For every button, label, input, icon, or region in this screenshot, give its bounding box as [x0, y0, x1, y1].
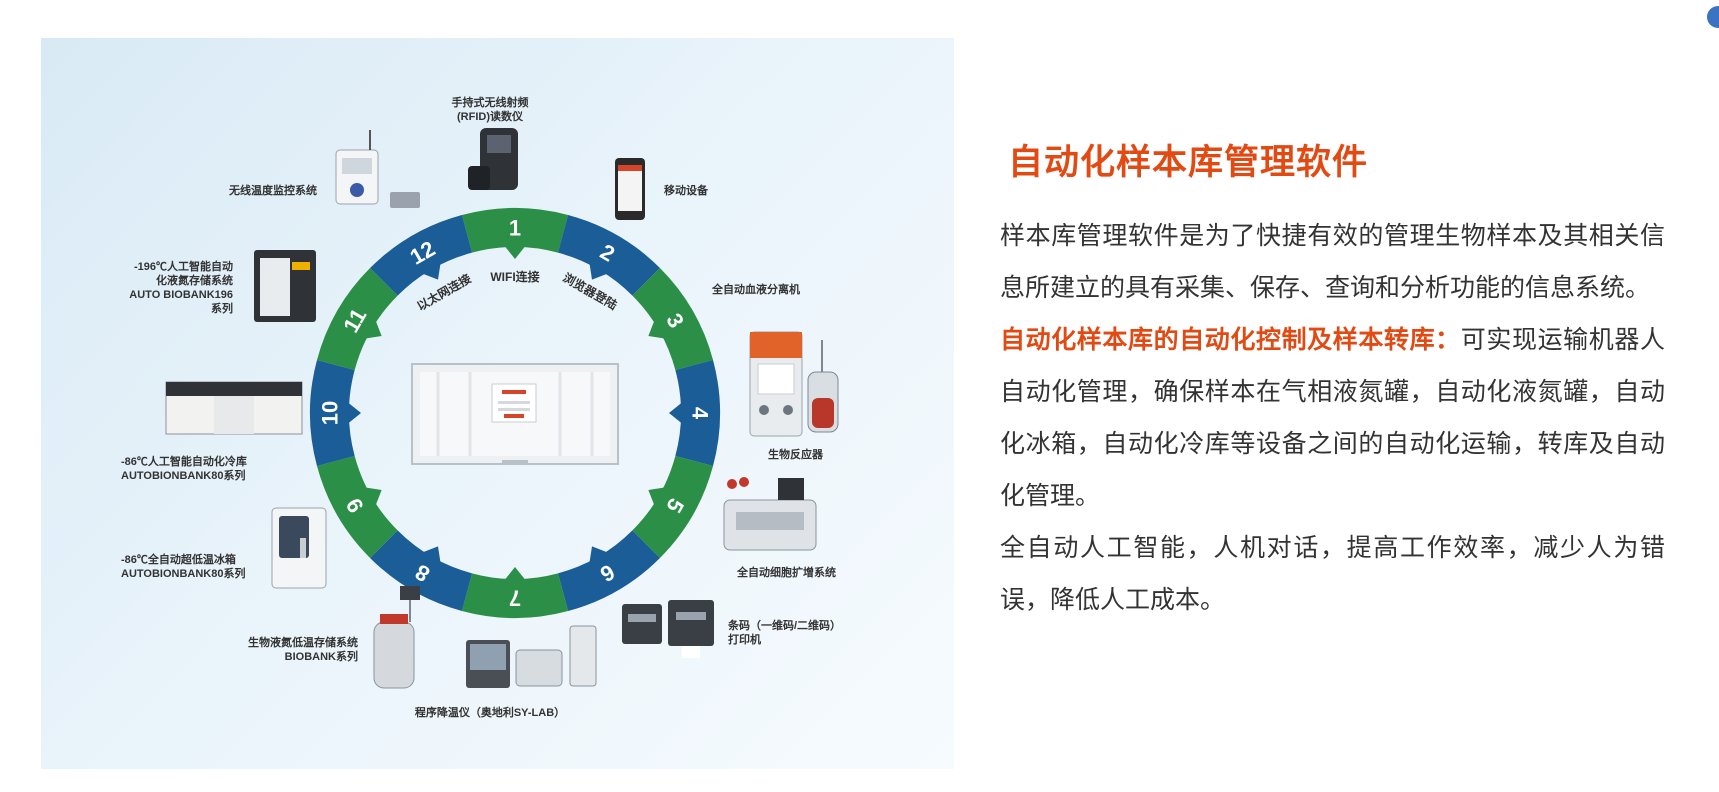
- device-label-12: 无线温度监控系统: [228, 183, 317, 197]
- segment-number-7: 7: [509, 586, 521, 611]
- ring-pointer-12: [422, 263, 441, 280]
- rfid-reader-image: [468, 128, 518, 190]
- ethernet-connection-label: 以太网连接: [414, 271, 473, 314]
- devices-layer: 手持式无线射频(RFID)读数仪移动设备全自动血液分离机生物反应器全自动细胞扩增…: [121, 95, 841, 719]
- cold-storage-image: [165, 381, 303, 435]
- ring-pointer-3: [648, 320, 665, 339]
- segment-number-1: 1: [509, 216, 521, 241]
- ring-segment-5: [632, 455, 714, 558]
- ring-segment-10: [310, 359, 355, 467]
- article-body: 样本库管理软件是为了快捷有效的管理生物样本及其相关信息所建立的具有采集、保存、查…: [1000, 210, 1665, 626]
- article: 自动化样本库管理软件 样本库管理软件是为了快捷有效的管理生物样本及其相关信息所建…: [1000, 138, 1665, 626]
- ring-segment-7: [461, 573, 569, 618]
- ring-pointer-4: [669, 402, 682, 424]
- bioreactor-image: [807, 340, 839, 433]
- article-title: 自动化样本库管理软件: [1008, 143, 1369, 183]
- paragraph-automation-text: 可实现运输机器人自动化管理，确保样本在气相液氮罐，自动化液氮罐，自动化冰箱，自动…: [1000, 325, 1665, 510]
- center-screen: [411, 363, 619, 465]
- cell-expansion-image: [723, 477, 817, 551]
- ring-pointer-8: [422, 546, 441, 563]
- ring-segment-2: [557, 214, 660, 296]
- device-label-5: 全自动细胞扩增系统: [736, 565, 836, 579]
- ring-segment-3: [632, 268, 714, 371]
- ring-segment-6: [557, 530, 660, 612]
- ring-pointer-7: [504, 567, 526, 580]
- segment-number-10: 10: [318, 401, 343, 425]
- ultra-low-freezer-image: [271, 507, 327, 589]
- ring-segment-11: [316, 268, 398, 371]
- paragraph-automation: 自动化样本库的自动化控制及样本转库：可实现运输机器人自动化管理，确保样本在气相液…: [1000, 314, 1665, 522]
- ring-pointer-9: [365, 487, 382, 506]
- device-label-7: 程序降温仪（奥地利SY-LAB）: [415, 705, 565, 719]
- ln2-auto-storage-image: [254, 250, 316, 322]
- segment-number-4: 4: [688, 407, 713, 420]
- device-label-4: 生物反应器: [768, 447, 824, 461]
- wireless-monitor-image: [335, 130, 420, 208]
- ring-segment-9: [316, 455, 398, 558]
- wifi-connection-label: WIFI连接: [490, 269, 539, 284]
- corner-badge: [1707, 6, 1719, 28]
- ring-segment-4: [675, 359, 720, 467]
- device-label-1: 手持式无线射频(RFID)读数仪: [452, 95, 529, 123]
- controlled-rate-freezer-image: [466, 625, 597, 688]
- ring-pointer-11: [365, 320, 382, 339]
- ring-segment-12: [370, 214, 473, 296]
- liquid-nitrogen-storage-image: [373, 586, 420, 689]
- ring-pointer-2: [589, 263, 608, 280]
- ring-segment-1: [461, 208, 569, 253]
- ring-pointer-10: [348, 402, 361, 424]
- ring-pointer-5: [648, 487, 665, 506]
- ring-pointer-1: [504, 246, 526, 259]
- ring-segment-8: [370, 530, 473, 612]
- ring-pointer-6: [589, 546, 608, 563]
- paragraph-ai: 全自动人工智能，人机对话，提高工作效率，减少人为错误，降低人工成本。: [1000, 533, 1665, 614]
- device-label-6: 条码（一维码/二维码）打印机: [727, 618, 841, 646]
- device-label-3: 全自动血液分离机: [711, 282, 800, 296]
- mobile-device-image: [615, 158, 645, 220]
- device-label-2: 移动设备: [664, 183, 709, 197]
- blood-separator-image: [749, 331, 803, 437]
- paragraph-intro: 样本库管理软件是为了快捷有效的管理生物样本及其相关信息所建立的具有采集、保存、查…: [1000, 221, 1665, 302]
- barcode-printer-image: [622, 600, 714, 658]
- paragraph-automation-heading: 自动化样本库的自动化控制及样本转库：: [1000, 325, 1461, 354]
